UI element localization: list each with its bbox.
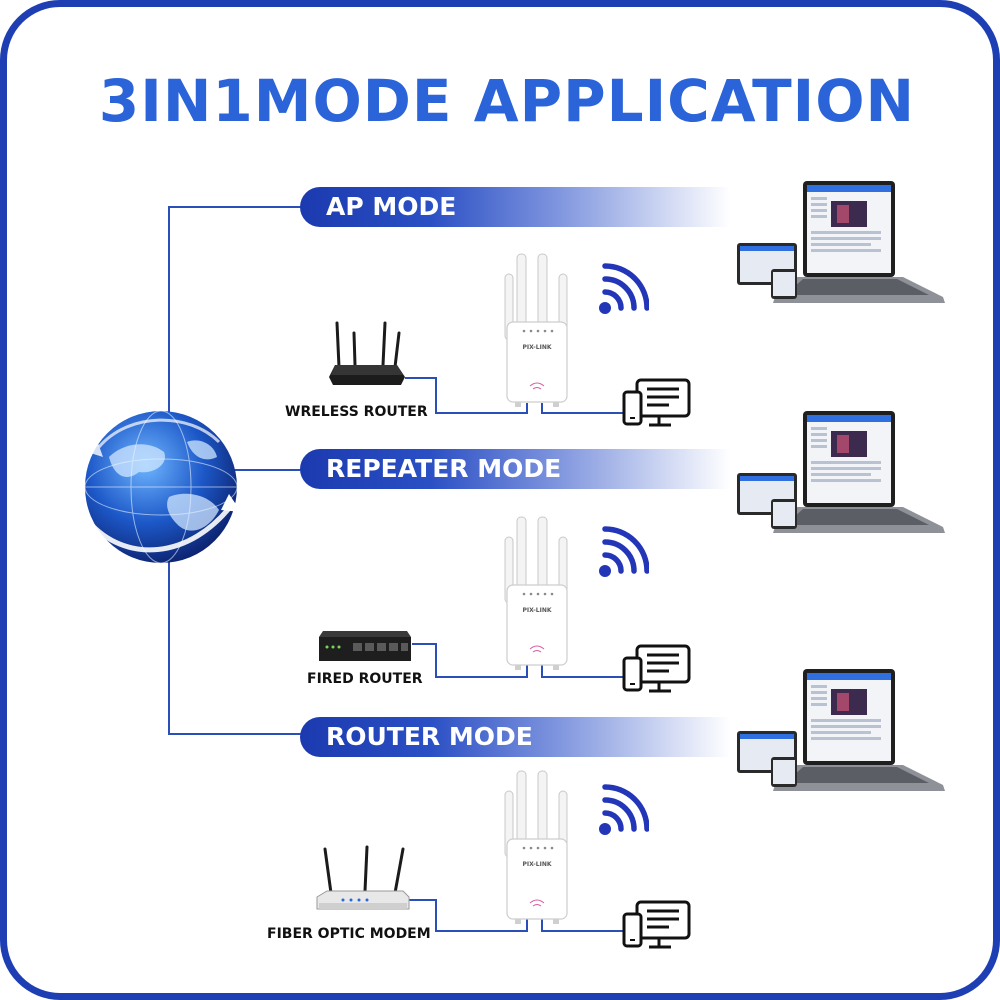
wireless-router-icon — [329, 321, 405, 385]
repeater-brand-text-0: PIX-LINK — [523, 344, 552, 351]
wifi-signal-icon — [599, 526, 649, 577]
fiber-modem-label: FIBER OPTIC MODEM — [267, 926, 431, 942]
ap-mode-banner: AP MODE — [300, 187, 730, 227]
page-title: 3IN1MODE APPLICATION — [98, 67, 916, 135]
multi-device-icon — [622, 900, 691, 949]
repeater-mode-banner: REPEATER MODE — [300, 449, 730, 489]
globe-icon — [84, 410, 241, 564]
wifi-signal-icon — [599, 784, 649, 835]
multi-device-icon — [622, 644, 691, 693]
wifi-repeater-icon: PIX-LINK — [504, 253, 568, 407]
repeater-brand-text-1: PIX-LINK — [523, 607, 552, 614]
laptop-tablet-phone-icon — [737, 411, 945, 533]
fiber-modem-icon — [316, 845, 410, 910]
wifi-repeater-icon: PIX-LINK — [504, 516, 568, 670]
wireless-router-label: WRELESS ROUTER — [285, 404, 428, 420]
multi-device-icon — [622, 378, 691, 427]
router-mode-label: ROUTER MODE — [326, 722, 533, 751]
network-switch-icon — [319, 631, 411, 661]
repeater-mode-label: REPEATER MODE — [326, 454, 562, 483]
ap-mode-label: AP MODE — [326, 192, 457, 221]
laptop-tablet-phone-icon — [737, 181, 945, 303]
laptop-tablet-phone-icon — [737, 669, 945, 791]
wifi-repeater-icon: PIX-LINK — [504, 770, 568, 924]
fired-router-label: FIRED ROUTER — [307, 671, 423, 687]
repeater-brand-text-2: PIX-LINK — [523, 861, 552, 868]
wifi-signal-icon — [599, 263, 649, 314]
router-mode-banner: ROUTER MODE — [300, 717, 730, 757]
